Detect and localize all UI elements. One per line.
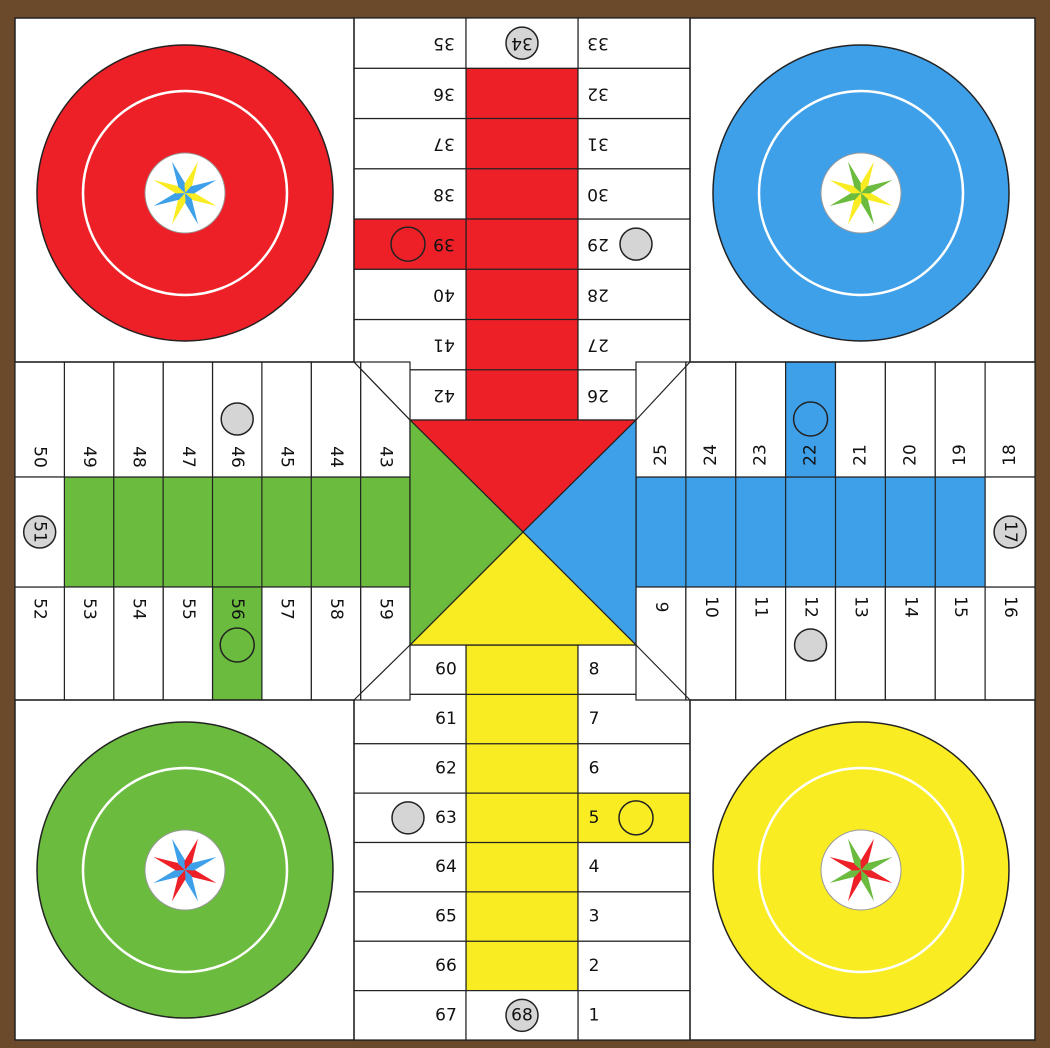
square-number: 16 <box>1000 596 1020 618</box>
square-number: 18 <box>1000 444 1020 466</box>
square-number: 12 <box>801 596 821 618</box>
red-home <box>37 45 333 341</box>
green-home <box>37 722 333 1018</box>
green-start-marker <box>220 628 254 662</box>
square-number: 46 <box>227 446 247 468</box>
square-number: 36 <box>433 83 455 103</box>
square-number: 1 <box>589 1005 600 1025</box>
square-number: 10 <box>701 596 721 618</box>
square-number: 29 <box>587 234 609 254</box>
square-number: 51 <box>30 521 50 543</box>
safe-square-marker <box>392 802 424 834</box>
square-number: 24 <box>701 444 721 466</box>
yellow-home <box>713 722 1009 1018</box>
square-number: 15 <box>950 596 970 618</box>
square-number: 66 <box>435 956 457 976</box>
square-number: 34 <box>511 33 533 53</box>
red-home-lane <box>466 68 578 420</box>
square-number: 19 <box>950 444 970 466</box>
square-number: 50 <box>30 446 50 468</box>
square-number: 21 <box>850 444 870 466</box>
square-number: 14 <box>900 596 920 618</box>
square-number: 40 <box>433 284 455 304</box>
square-number: 44 <box>326 446 346 468</box>
square-number: 65 <box>435 907 457 927</box>
square-number: 57 <box>277 598 297 620</box>
square-number: 45 <box>277 446 297 468</box>
square-number: 61 <box>435 709 457 729</box>
square-number: 58 <box>326 598 346 620</box>
square-number: 3 <box>589 907 600 927</box>
yellow-home-lane <box>466 645 578 991</box>
yellow-start-marker <box>619 801 653 835</box>
square-number: 33 <box>587 33 609 53</box>
square-number: 8 <box>589 660 600 680</box>
blue-home <box>713 45 1009 341</box>
square-number: 9 <box>651 602 671 613</box>
square-number: 67 <box>435 1005 457 1025</box>
square-number: 22 <box>801 444 821 466</box>
square-number: 63 <box>435 808 457 828</box>
square-number: 13 <box>850 596 870 618</box>
square-number: 30 <box>587 184 609 204</box>
square-number: 60 <box>435 660 457 680</box>
square-number: 43 <box>375 446 395 468</box>
square-number: 62 <box>435 758 457 778</box>
square-number: 26 <box>587 385 609 405</box>
square-number: 35 <box>433 33 455 53</box>
square-number: 41 <box>433 335 455 355</box>
square-number: 28 <box>587 284 609 304</box>
square-number: 32 <box>587 83 609 103</box>
square-number: 17 <box>1000 521 1020 543</box>
square-number: 64 <box>435 857 457 877</box>
square-number: 4 <box>589 857 600 877</box>
blue-home-lane <box>636 477 985 587</box>
square-number: 55 <box>178 598 198 620</box>
blue-start-marker <box>794 402 828 436</box>
square-number: 5 <box>589 808 600 828</box>
square-number: 38 <box>433 184 455 204</box>
square-number: 56 <box>227 598 247 620</box>
square-number: 11 <box>751 596 771 618</box>
square-number: 23 <box>751 444 771 466</box>
square-number: 27 <box>587 335 609 355</box>
square-number: 7 <box>589 709 600 729</box>
square-number: 42 <box>433 385 455 405</box>
square-number: 59 <box>375 598 395 620</box>
safe-square-marker <box>221 403 253 435</box>
square-number: 52 <box>30 598 50 620</box>
square-number: 31 <box>587 134 609 154</box>
square-number: 47 <box>178 446 198 468</box>
square-number: 49 <box>79 446 99 468</box>
safe-square-marker <box>620 228 652 260</box>
green-home-lane <box>64 477 410 587</box>
red-start-marker <box>391 227 425 261</box>
square-number: 6 <box>589 758 600 778</box>
square-number: 37 <box>433 134 455 154</box>
safe-square-marker <box>795 629 827 661</box>
square-number: 25 <box>651 444 671 466</box>
square-number: 2 <box>589 956 600 976</box>
square-number: 20 <box>900 444 920 466</box>
square-number: 54 <box>128 598 148 620</box>
square-number: 53 <box>79 598 99 620</box>
square-number: 68 <box>511 1005 533 1025</box>
square-number: 39 <box>433 234 455 254</box>
square-number: 48 <box>128 446 148 468</box>
